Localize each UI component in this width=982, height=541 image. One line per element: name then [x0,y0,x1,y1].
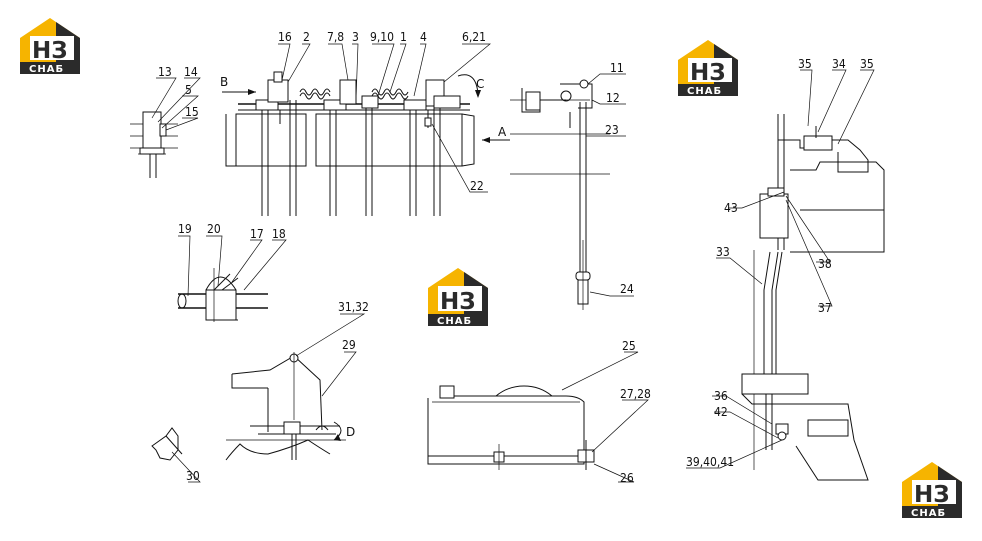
callout-3: 3 [352,30,359,44]
callout-35-left: 35 [798,57,812,71]
pipe-joint-detail [177,268,268,322]
callout-7-8: 7,8 [327,30,344,44]
callout-27-28: 27,28 [620,387,651,401]
callout-15: 15 [185,105,199,119]
callout-34: 34 [832,57,846,71]
tank-assembly [427,385,595,470]
callout-42: 42 [714,405,728,419]
callout-17: 17 [250,227,264,241]
logo-tagline: СНАБ [29,64,64,75]
logo-mark: НЗ [690,60,726,86]
callout-39-40-41: 39,40,41 [686,455,734,469]
callout-30: 30 [186,469,200,483]
view-label-c: C [476,77,484,91]
callout-11: 11 [610,61,624,75]
leader-lines [151,43,875,483]
callout-12: 12 [606,91,620,105]
callout-4: 4 [420,30,427,44]
callout-23: 23 [605,123,619,137]
callout-22: 22 [470,179,484,193]
logo-mark: НЗ [440,289,476,315]
engine-pipe-assembly [741,114,885,481]
callout-18: 18 [272,227,286,241]
view-label-a: A [498,125,507,139]
callout-2: 2 [303,30,310,44]
main-assembly [222,71,510,216]
callout-13: 13 [158,65,172,79]
view-label-d: D [346,425,355,439]
callout-9-10: 9,10 [370,30,394,44]
callout-31-32: 31,32 [338,300,369,314]
lower-left-assembly [151,352,346,461]
callout-33: 33 [716,245,730,259]
callout-26: 26 [620,471,634,485]
callout-37: 37 [818,301,832,315]
logo-tagline: СНАБ [687,86,722,97]
callout-24: 24 [620,282,634,296]
callout-20: 20 [207,222,221,236]
callout-19: 19 [178,222,192,236]
callout-6-21: 6,21 [462,30,486,44]
brand-logo-center: НЗ СНАБ [428,268,488,327]
callout-16: 16 [278,30,292,44]
view-label-b: B [220,75,228,89]
detail-side-view [130,111,178,178]
brand-logo-top-left: НЗ СНАБ [20,18,80,75]
logo-mark: НЗ [914,482,950,508]
callout-38: 38 [818,257,832,271]
callout-29: 29 [342,338,356,352]
brand-logo-top-right: НЗ СНАБ [678,40,738,97]
callout-1: 1 [400,30,407,44]
logo-tagline: СНАБ [437,316,472,327]
rod-assembly [510,79,610,310]
callout-5: 5 [185,83,192,97]
logo-mark: НЗ [32,38,68,64]
callout-43: 43 [724,201,738,215]
callout-36: 36 [714,389,728,403]
callout-25: 25 [622,339,636,353]
callout-35-right: 35 [860,57,874,71]
callout-labels: 16 2 7,8 3 9,10 1 4 6,21 11 12 23 22 24 … [158,30,874,485]
callout-14: 14 [184,65,198,79]
brand-logo-bottom-right: НЗ СНАБ [902,462,962,519]
logo-tagline: СНАБ [911,508,946,519]
